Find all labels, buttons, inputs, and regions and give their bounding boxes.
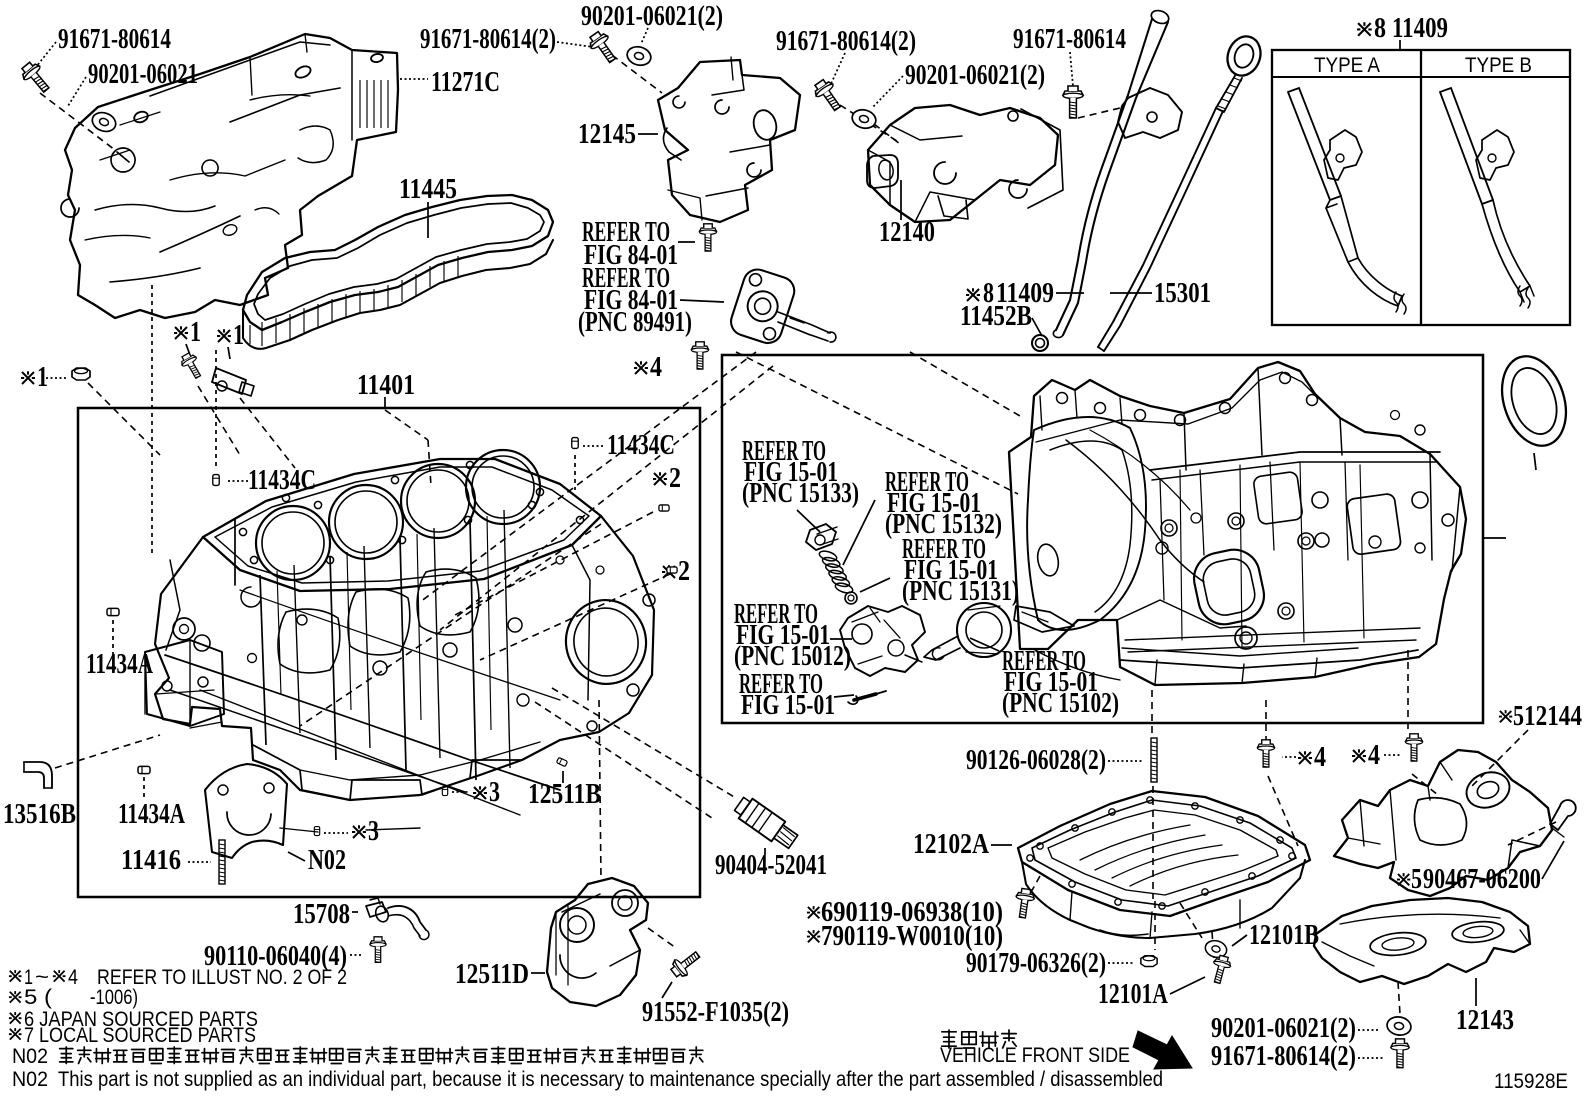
svg-text:11434C: 11434C [248, 465, 316, 496]
svg-text:5 (: 5 ( [24, 986, 52, 1009]
svg-text:5: 5 [1411, 864, 1422, 895]
svg-text:90110-06040(4): 90110-06040(4) [204, 941, 347, 972]
svg-text:6 JAPAN SOURCED PARTS: 6 JAPAN SOURCED PARTS [24, 1008, 258, 1031]
svg-text:REFER TO: REFER TO [885, 467, 969, 498]
svg-text:FIG 15-01: FIG 15-01 [887, 488, 981, 519]
svg-text:REFER TO: REFER TO [582, 263, 670, 294]
svg-text:(PNC 15132): (PNC 15132) [885, 509, 1002, 540]
svg-text:12145: 12145 [578, 119, 636, 150]
svg-text:11434C: 11434C [607, 430, 675, 461]
svg-text:TYPE A: TYPE A [1314, 54, 1380, 77]
svg-text:11434A: 11434A [118, 799, 186, 830]
svg-text:FIG 15-01: FIG 15-01 [904, 555, 998, 586]
svg-text:7 LOCAL SOURCED PARTS: 7 LOCAL SOURCED PARTS [24, 1024, 256, 1047]
svg-text:91671-80614(2): 91671-80614(2) [420, 24, 556, 55]
svg-text:(PNC 15131): (PNC 15131) [902, 576, 1019, 607]
svg-text:11271C: 11271C [431, 67, 500, 98]
svg-text:8: 8 [983, 278, 994, 309]
svg-text:15708: 15708 [293, 899, 350, 930]
svg-text:11452B: 11452B [960, 301, 1032, 332]
svg-text:This part is not supplied as a: This part is not supplied as an individu… [58, 1068, 1163, 1091]
svg-text:N02: N02 [12, 1068, 48, 1091]
svg-text:FIG 15-01: FIG 15-01 [1004, 667, 1098, 698]
svg-text:(PNC 15012): (PNC 15012) [734, 641, 851, 672]
svg-text:90126-06028(2): 90126-06028(2) [966, 745, 1106, 776]
svg-text:4: 4 [650, 352, 662, 383]
svg-text:8: 8 [1374, 13, 1386, 44]
svg-text:1: 1 [190, 317, 201, 348]
svg-text:1: 1 [233, 320, 244, 351]
svg-text:690119-06938(10): 690119-06938(10) [821, 897, 1003, 928]
svg-text:90201-06021(2): 90201-06021(2) [581, 1, 723, 32]
svg-text:N02: N02 [12, 1045, 48, 1068]
svg-text:91671-80614(2): 91671-80614(2) [1211, 1041, 1356, 1072]
svg-text:91671-80614: 91671-80614 [1013, 24, 1126, 55]
svg-text:115928E: 115928E [1494, 1070, 1568, 1093]
svg-text:11409: 11409 [996, 278, 1054, 309]
svg-text:1: 1 [37, 362, 48, 393]
svg-text:91552-F1035(2): 91552-F1035(2) [642, 997, 789, 1028]
svg-text:90179-06326(2): 90179-06326(2) [966, 948, 1106, 979]
svg-text:FIG 15-01: FIG 15-01 [736, 620, 830, 651]
svg-text:(PNC 15133): (PNC 15133) [742, 478, 859, 509]
svg-text:11434A: 11434A [86, 649, 154, 680]
svg-text:12102A: 12102A [913, 829, 990, 860]
svg-text:FIG 15-01: FIG 15-01 [744, 457, 838, 488]
svg-text:4: 4 [1314, 742, 1326, 773]
svg-text:12511D: 12511D [455, 959, 529, 990]
svg-text:90404-52041: 90404-52041 [715, 850, 827, 881]
svg-text:11409: 11409 [1392, 13, 1448, 44]
svg-text:REFER TO: REFER TO [742, 436, 826, 467]
svg-text:-1006): -1006) [90, 986, 138, 1009]
svg-text:90201-06021(2): 90201-06021(2) [905, 60, 1045, 91]
svg-text:FIG 15-01: FIG 15-01 [741, 690, 835, 721]
svg-text:4: 4 [68, 966, 78, 989]
svg-text:3: 3 [489, 777, 500, 808]
svg-text:REFER TO: REFER TO [582, 217, 670, 248]
svg-text:REFER TO: REFER TO [739, 669, 823, 700]
svg-text:REFER TO: REFER TO [734, 599, 818, 630]
svg-text:N02: N02 [308, 845, 346, 876]
svg-text:15301: 15301 [1154, 278, 1211, 309]
svg-text:13516B: 13516B [3, 799, 76, 830]
svg-text:91671-80614(2): 91671-80614(2) [776, 26, 916, 57]
svg-text:3: 3 [368, 816, 379, 847]
svg-text:TYPE B: TYPE B [1465, 54, 1532, 77]
svg-text:2: 2 [669, 463, 681, 494]
svg-text:FIG 84-01: FIG 84-01 [584, 240, 678, 271]
svg-text:11445: 11445 [399, 174, 457, 205]
svg-text:12101B: 12101B [1249, 920, 1319, 951]
svg-text:2: 2 [678, 556, 690, 587]
svg-text:12144: 12144 [1524, 701, 1582, 732]
svg-text:(PNC 15102): (PNC 15102) [1002, 688, 1119, 719]
svg-text:(PNC 89491): (PNC 89491) [578, 307, 692, 338]
svg-text:FIG 84-01: FIG 84-01 [584, 285, 678, 316]
svg-text:REFER TO ILLUST NO. 2 OF 2: REFER TO ILLUST NO. 2 OF 2 [97, 966, 347, 989]
svg-text:REFER TO: REFER TO [902, 534, 986, 565]
svg-text:5: 5 [1513, 701, 1524, 732]
svg-text:~: ~ [35, 966, 49, 989]
svg-text:12101A: 12101A [1098, 979, 1169, 1010]
svg-text:12143: 12143 [1456, 1005, 1514, 1036]
svg-text:4: 4 [1368, 740, 1380, 771]
svg-text:790119-W0010(10): 790119-W0010(10) [821, 921, 1003, 952]
svg-text:11401: 11401 [357, 370, 415, 401]
svg-text:11416: 11416 [121, 845, 181, 876]
svg-text:90201-06021(2): 90201-06021(2) [1211, 1013, 1356, 1044]
svg-text:91671-80614: 91671-80614 [58, 24, 171, 55]
svg-text:1: 1 [24, 966, 33, 989]
svg-text:VEHICLE FRONT SIDE: VEHICLE FRONT SIDE [940, 1044, 1130, 1067]
svg-text:REFER TO: REFER TO [1002, 646, 1086, 677]
